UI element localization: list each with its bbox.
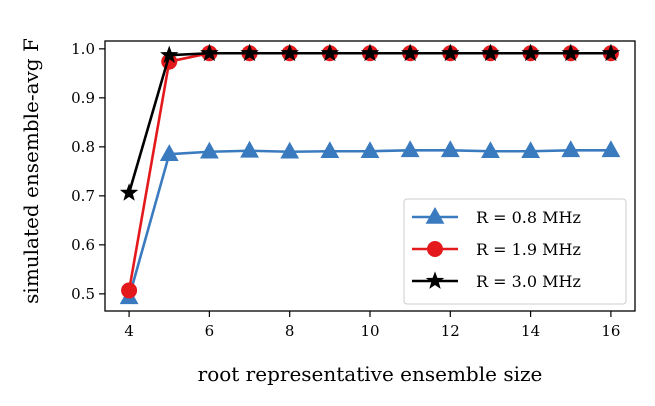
data-point — [240, 43, 259, 62]
data-point — [601, 43, 621, 62]
legend-entry: R = 0.8 MHz — [412, 206, 581, 227]
x-axis-label: root representative ensemble size — [198, 362, 543, 386]
legend-label: R = 3.0 MHz — [476, 272, 581, 291]
legend-marker — [425, 206, 445, 224]
series-line — [127, 51, 611, 194]
data-point — [360, 43, 380, 62]
data-point — [400, 43, 420, 62]
legend-entry: R = 3.0 MHz — [412, 271, 581, 291]
y-tick-label: 0.5 — [71, 285, 95, 303]
legend: R = 0.8 MHz R = 1.9 MHz R = 3.0 MHz — [403, 198, 627, 305]
data-point — [481, 43, 500, 62]
data-point — [160, 45, 179, 64]
legend-label: R = 1.9 MHz — [476, 240, 581, 259]
data-point — [119, 183, 139, 201]
x-tick-label: 10 — [360, 322, 379, 340]
y-tick-label: 1.0 — [71, 40, 95, 58]
x-tick-label: 8 — [285, 322, 295, 340]
axis-ticks: 4 6 8 10 12 14 16 0.5 0.6 0.7 0.8 0.9 1.0 — [71, 40, 620, 340]
y-tick-label: 0.8 — [71, 138, 95, 156]
data-point — [240, 140, 259, 158]
series-r-3-0-mhz — [119, 43, 621, 201]
y-axis-label: simulated ensemble-avg F — [19, 38, 43, 304]
legend-marker — [427, 241, 443, 257]
legend-box — [403, 198, 627, 305]
x-tick-label: 4 — [124, 322, 134, 340]
data-point — [400, 140, 420, 158]
legend-marker — [425, 271, 445, 289]
x-tick-label: 6 — [205, 322, 215, 340]
data-point — [280, 141, 300, 159]
data-point — [199, 141, 219, 159]
x-tick-label: 14 — [521, 322, 540, 340]
data-point — [320, 43, 340, 62]
y-tick-label: 0.7 — [71, 187, 95, 205]
series-layer — [119, 43, 621, 305]
data-point — [561, 140, 581, 158]
data-point — [440, 140, 460, 158]
data-point — [521, 141, 541, 159]
x-tick-label: 16 — [601, 322, 620, 340]
y-tick-label: 0.6 — [71, 236, 95, 254]
data-point — [481, 141, 500, 159]
y-tick-label: 0.9 — [71, 89, 95, 107]
data-point — [521, 43, 540, 62]
data-point — [280, 43, 299, 62]
legend-label: R = 0.8 MHz — [476, 208, 581, 227]
data-point — [561, 43, 580, 62]
data-point — [360, 141, 380, 159]
x-tick-label: 12 — [441, 322, 460, 340]
legend-entry: R = 1.9 MHz — [412, 240, 581, 259]
data-point — [159, 144, 179, 161]
data-point — [200, 43, 219, 62]
series-r-0-8-mhz — [119, 140, 621, 305]
data-point — [601, 140, 621, 158]
data-point — [441, 43, 460, 62]
data-point — [320, 141, 340, 159]
data-point — [121, 282, 138, 299]
